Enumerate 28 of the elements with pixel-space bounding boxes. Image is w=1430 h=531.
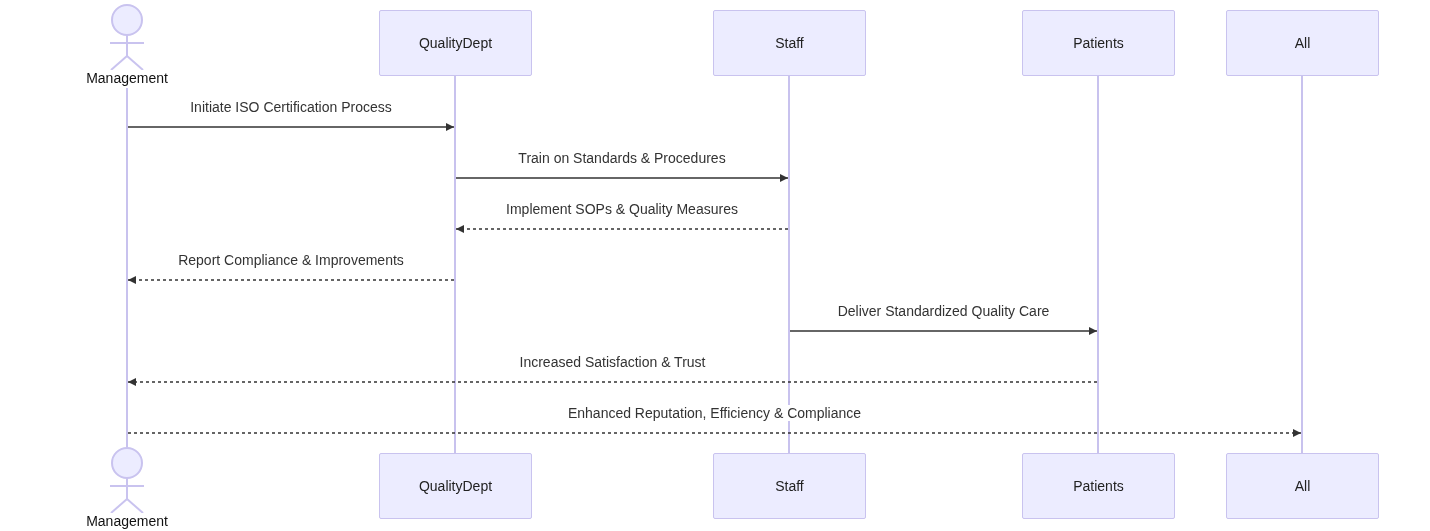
participant-box: Staff: [713, 10, 866, 76]
message-arrow: [455, 174, 789, 182]
message-arrow: [127, 123, 455, 131]
message-arrow: [789, 327, 1098, 335]
lifeline: [126, 88, 128, 447]
lifeline: [454, 76, 456, 453]
message-arrow: [127, 429, 1302, 437]
edge-label: Report Compliance & Improvements: [176, 252, 406, 268]
lifeline: [1097, 76, 1099, 453]
lifeline: [1301, 76, 1303, 453]
message-arrow: [127, 276, 455, 284]
participant-box: QualityDept: [379, 10, 532, 76]
participant-box: QualityDept: [379, 453, 532, 519]
lifeline: [788, 76, 790, 453]
participant-box: Patients: [1022, 453, 1175, 519]
participant-box: All: [1226, 453, 1379, 519]
edge-label: Implement SOPs & Quality Measures: [504, 201, 740, 217]
edge-label: Increased Satisfaction & Trust: [517, 354, 708, 370]
actor-label: Management: [86, 70, 168, 86]
edge-label: Train on Standards & Procedures: [516, 150, 728, 166]
participant-box: Staff: [713, 453, 866, 519]
edge-label: Initiate ISO Certification Process: [188, 99, 394, 115]
participant-box: Patients: [1022, 10, 1175, 76]
actor-label: Management: [86, 513, 168, 529]
message-arrow: [127, 378, 1098, 386]
message-arrow: [455, 225, 789, 233]
participant-box: All: [1226, 10, 1379, 76]
edge-label: Deliver Standardized Quality Care: [835, 303, 1052, 319]
